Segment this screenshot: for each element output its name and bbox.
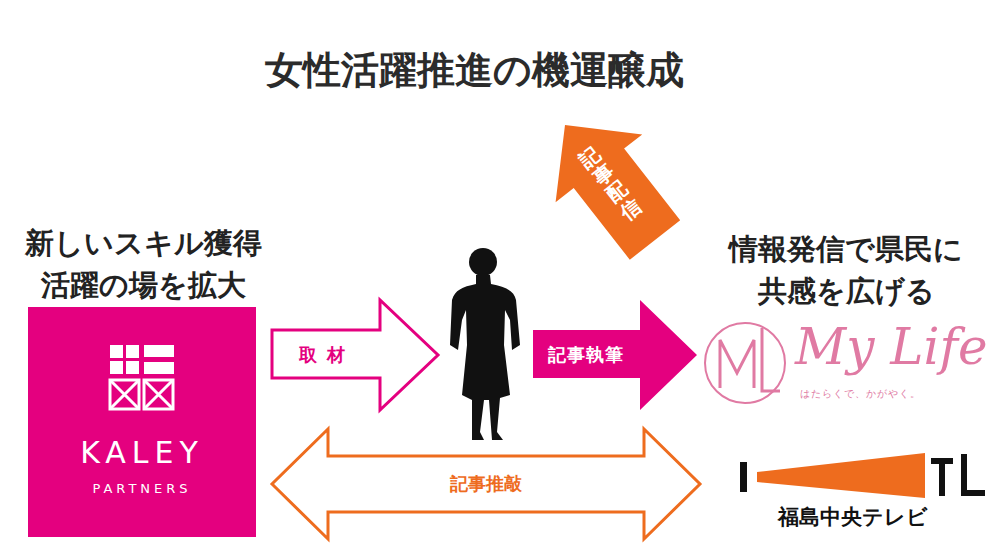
icon-cross <box>110 380 139 409</box>
monogram-l <box>762 328 780 391</box>
icon-square <box>110 345 123 358</box>
logo-wordmark: KALEY <box>28 435 256 471</box>
icon-cross-box <box>110 380 139 409</box>
prefecture-shape <box>315 8 692 262</box>
kaley-icon <box>28 307 256 427</box>
icon-square <box>126 361 139 374</box>
municipal-border <box>400 115 420 225</box>
delivery-arrow <box>556 125 681 260</box>
map-group <box>315 8 692 262</box>
icon-bar <box>144 362 174 374</box>
logo-stroke <box>961 454 967 496</box>
kaley-partners: KALEY PARTNERS 新しいスキル獲得 活躍の場を拡大 <box>8 222 278 540</box>
icon-cross-box <box>144 380 173 409</box>
lake <box>459 103 481 129</box>
municipal-border <box>545 140 560 245</box>
map-region: 女性活躍推進の機運醸成 <box>243 0 705 265</box>
mylife-media: 情報発信で県民に 共感を広げる My Life はたらくで、かがやく。 <box>700 228 992 413</box>
icon-bar <box>144 345 174 357</box>
arrow-label: 記事執筆 <box>548 343 624 367</box>
monogram-m <box>720 340 754 388</box>
fukushima-map <box>243 0 705 265</box>
municipal-border <box>440 175 530 236</box>
logo-tagline: はたらくで、かがやく。 <box>800 388 985 400</box>
node-heading: 新しいスキル獲得 活躍の場を拡大 <box>18 222 268 306</box>
map-heading: 女性活躍推進の機運醸成 <box>243 48 705 94</box>
tv-logo <box>735 450 990 500</box>
logo-stroke <box>939 458 945 496</box>
writing-arrow <box>533 300 697 410</box>
monogram-circle <box>705 323 785 403</box>
edge-label: 記事推敲 <box>450 472 522 496</box>
woman-silhouette <box>450 248 520 440</box>
municipal-border <box>330 160 430 165</box>
logo-stroke <box>961 490 985 496</box>
station-name: 福島中央テレビ <box>755 505 950 530</box>
logo-wedge <box>757 453 925 498</box>
municipal-border <box>500 110 650 140</box>
icon-cross <box>144 380 173 409</box>
arrow-label: 取材 <box>299 343 355 367</box>
node-heading: 情報発信で県民に 共感を広げる <box>721 228 971 312</box>
woman-body <box>450 275 520 440</box>
logo-subword: PARTNERS <box>28 481 256 497</box>
logo-wordmark: My Life <box>795 320 990 375</box>
edge-label: 記事配信 <box>575 142 645 224</box>
woman-head <box>469 248 497 276</box>
kaley-logo-box: KALEY PARTNERS <box>28 307 256 537</box>
logo-bar <box>740 462 747 492</box>
icon-square <box>110 361 123 374</box>
review-arrow <box>272 429 700 539</box>
interview-arrow <box>272 300 438 410</box>
icon-square <box>126 345 139 358</box>
tv-station: 福島中央テレビ <box>735 450 990 540</box>
